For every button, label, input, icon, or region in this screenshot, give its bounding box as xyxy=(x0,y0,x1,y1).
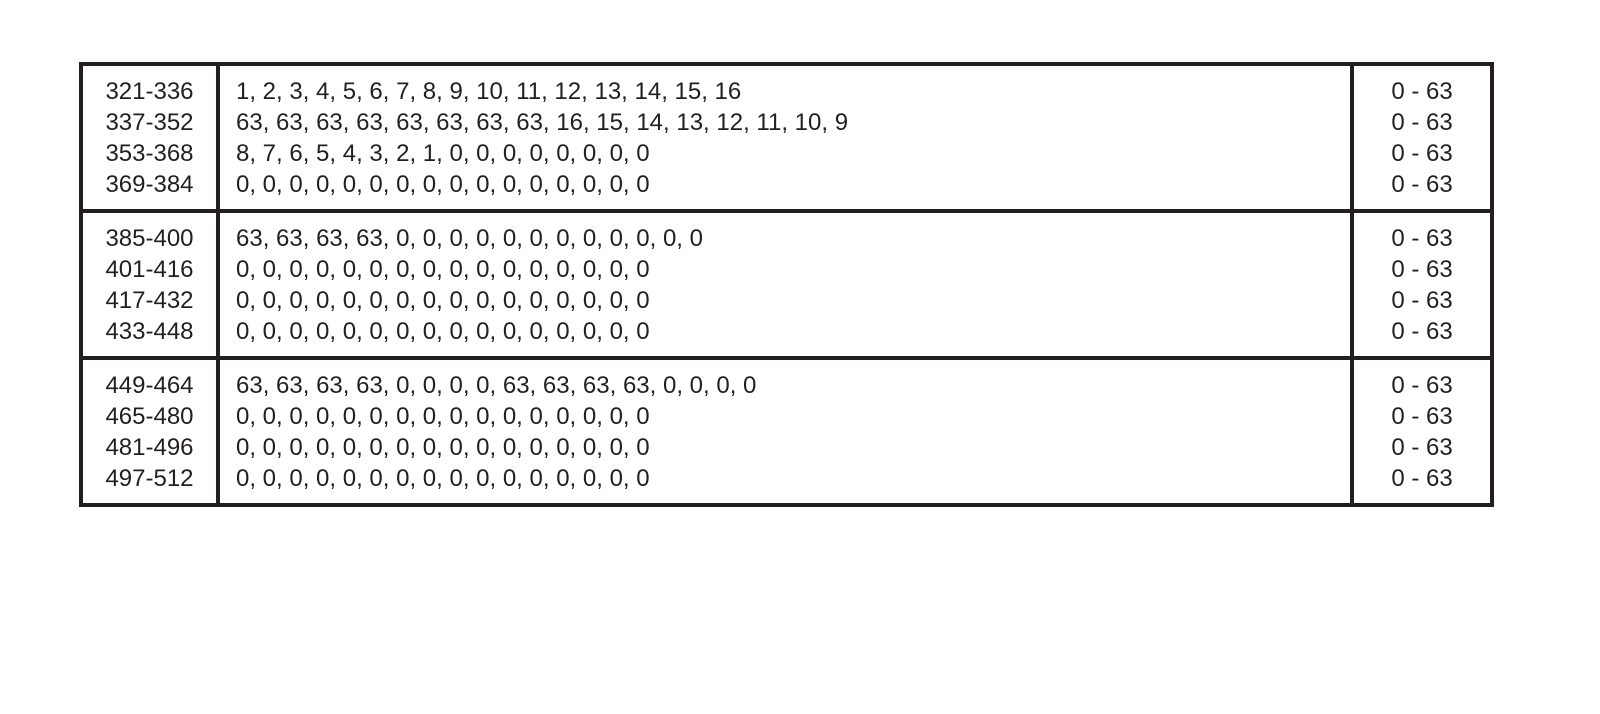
range-cell: 0 - 63 0 - 63 0 - 63 0 - 63 xyxy=(1352,209,1492,360)
address-text: 369-384 xyxy=(105,171,194,198)
address-text: 465-480 xyxy=(105,403,194,430)
range-text: 0 - 63 xyxy=(1391,318,1453,345)
values-text: 0, 0, 0, 0, 0, 0, 0, 0, 0, 0, 0, 0, 0, 0… xyxy=(236,256,650,283)
address-text: 417-432 xyxy=(105,287,194,314)
address-text: 449-464 xyxy=(105,372,194,399)
table-row: 385-400 401-416 417-432 433-448 63, 63, … xyxy=(81,209,1492,360)
values-text: 8, 7, 6, 5, 4, 3, 2, 1, 0, 0, 0, 0, 0, 0… xyxy=(236,140,650,167)
range-text: 0 - 63 xyxy=(1391,372,1453,399)
address-text: 481-496 xyxy=(105,434,194,461)
values-text: 0, 0, 0, 0, 0, 0, 0, 0, 0, 0, 0, 0, 0, 0… xyxy=(236,287,650,314)
data-table: 321-336 337-352 353-368 369-384 1, 2, 3,… xyxy=(79,62,1494,507)
range-text: 0 - 63 xyxy=(1391,403,1453,430)
range-text: 0 - 63 xyxy=(1391,140,1453,167)
range-text: 0 - 63 xyxy=(1391,78,1453,105)
values-text: 0, 0, 0, 0, 0, 0, 0, 0, 0, 0, 0, 0, 0, 0… xyxy=(236,465,650,492)
range-text: 0 - 63 xyxy=(1391,171,1453,198)
range-cell: 0 - 63 0 - 63 0 - 63 0 - 63 xyxy=(1352,356,1492,507)
range-text: 0 - 63 xyxy=(1391,225,1453,252)
table-row: 321-336 337-352 353-368 369-384 1, 2, 3,… xyxy=(81,62,1492,213)
range-cell: 0 - 63 0 - 63 0 - 63 0 - 63 xyxy=(1352,62,1492,213)
address-text: 401-416 xyxy=(105,256,194,283)
values-text: 63, 63, 63, 63, 63, 63, 63, 63, 16, 15, … xyxy=(236,109,849,136)
address-text: 337-352 xyxy=(105,109,194,136)
address-cell: 449-464 465-480 481-496 497-512 xyxy=(81,356,220,507)
address-text: 385-400 xyxy=(105,225,194,252)
address-cell: 321-336 337-352 353-368 369-384 xyxy=(81,62,220,213)
address-text: 433-448 xyxy=(105,318,194,345)
values-text: 0, 0, 0, 0, 0, 0, 0, 0, 0, 0, 0, 0, 0, 0… xyxy=(236,434,650,461)
values-text: 63, 63, 63, 63, 0, 0, 0, 0, 63, 63, 63, … xyxy=(236,372,757,399)
values-cell: 63, 63, 63, 63, 0, 0, 0, 0, 0, 0, 0, 0, … xyxy=(218,209,1354,360)
address-text: 353-368 xyxy=(105,140,194,167)
range-text: 0 - 63 xyxy=(1391,287,1453,314)
address-cell: 385-400 401-416 417-432 433-448 xyxy=(81,209,220,360)
range-text: 0 - 63 xyxy=(1391,465,1453,492)
values-text: 0, 0, 0, 0, 0, 0, 0, 0, 0, 0, 0, 0, 0, 0… xyxy=(236,171,650,198)
values-cell: 63, 63, 63, 63, 0, 0, 0, 0, 63, 63, 63, … xyxy=(218,356,1354,507)
table-row: 449-464 465-480 481-496 497-512 63, 63, … xyxy=(81,356,1492,507)
values-text: 0, 0, 0, 0, 0, 0, 0, 0, 0, 0, 0, 0, 0, 0… xyxy=(236,403,650,430)
values-cell: 1, 2, 3, 4, 5, 6, 7, 8, 9, 10, 11, 12, 1… xyxy=(218,62,1354,213)
range-text: 0 - 63 xyxy=(1391,256,1453,283)
address-text: 497-512 xyxy=(105,465,194,492)
values-text: 0, 0, 0, 0, 0, 0, 0, 0, 0, 0, 0, 0, 0, 0… xyxy=(236,318,650,345)
range-text: 0 - 63 xyxy=(1391,434,1453,461)
values-text: 63, 63, 63, 63, 0, 0, 0, 0, 0, 0, 0, 0, … xyxy=(236,225,703,252)
values-text: 1, 2, 3, 4, 5, 6, 7, 8, 9, 10, 11, 12, 1… xyxy=(236,78,742,105)
range-text: 0 - 63 xyxy=(1391,109,1453,136)
address-text: 321-336 xyxy=(105,78,194,105)
